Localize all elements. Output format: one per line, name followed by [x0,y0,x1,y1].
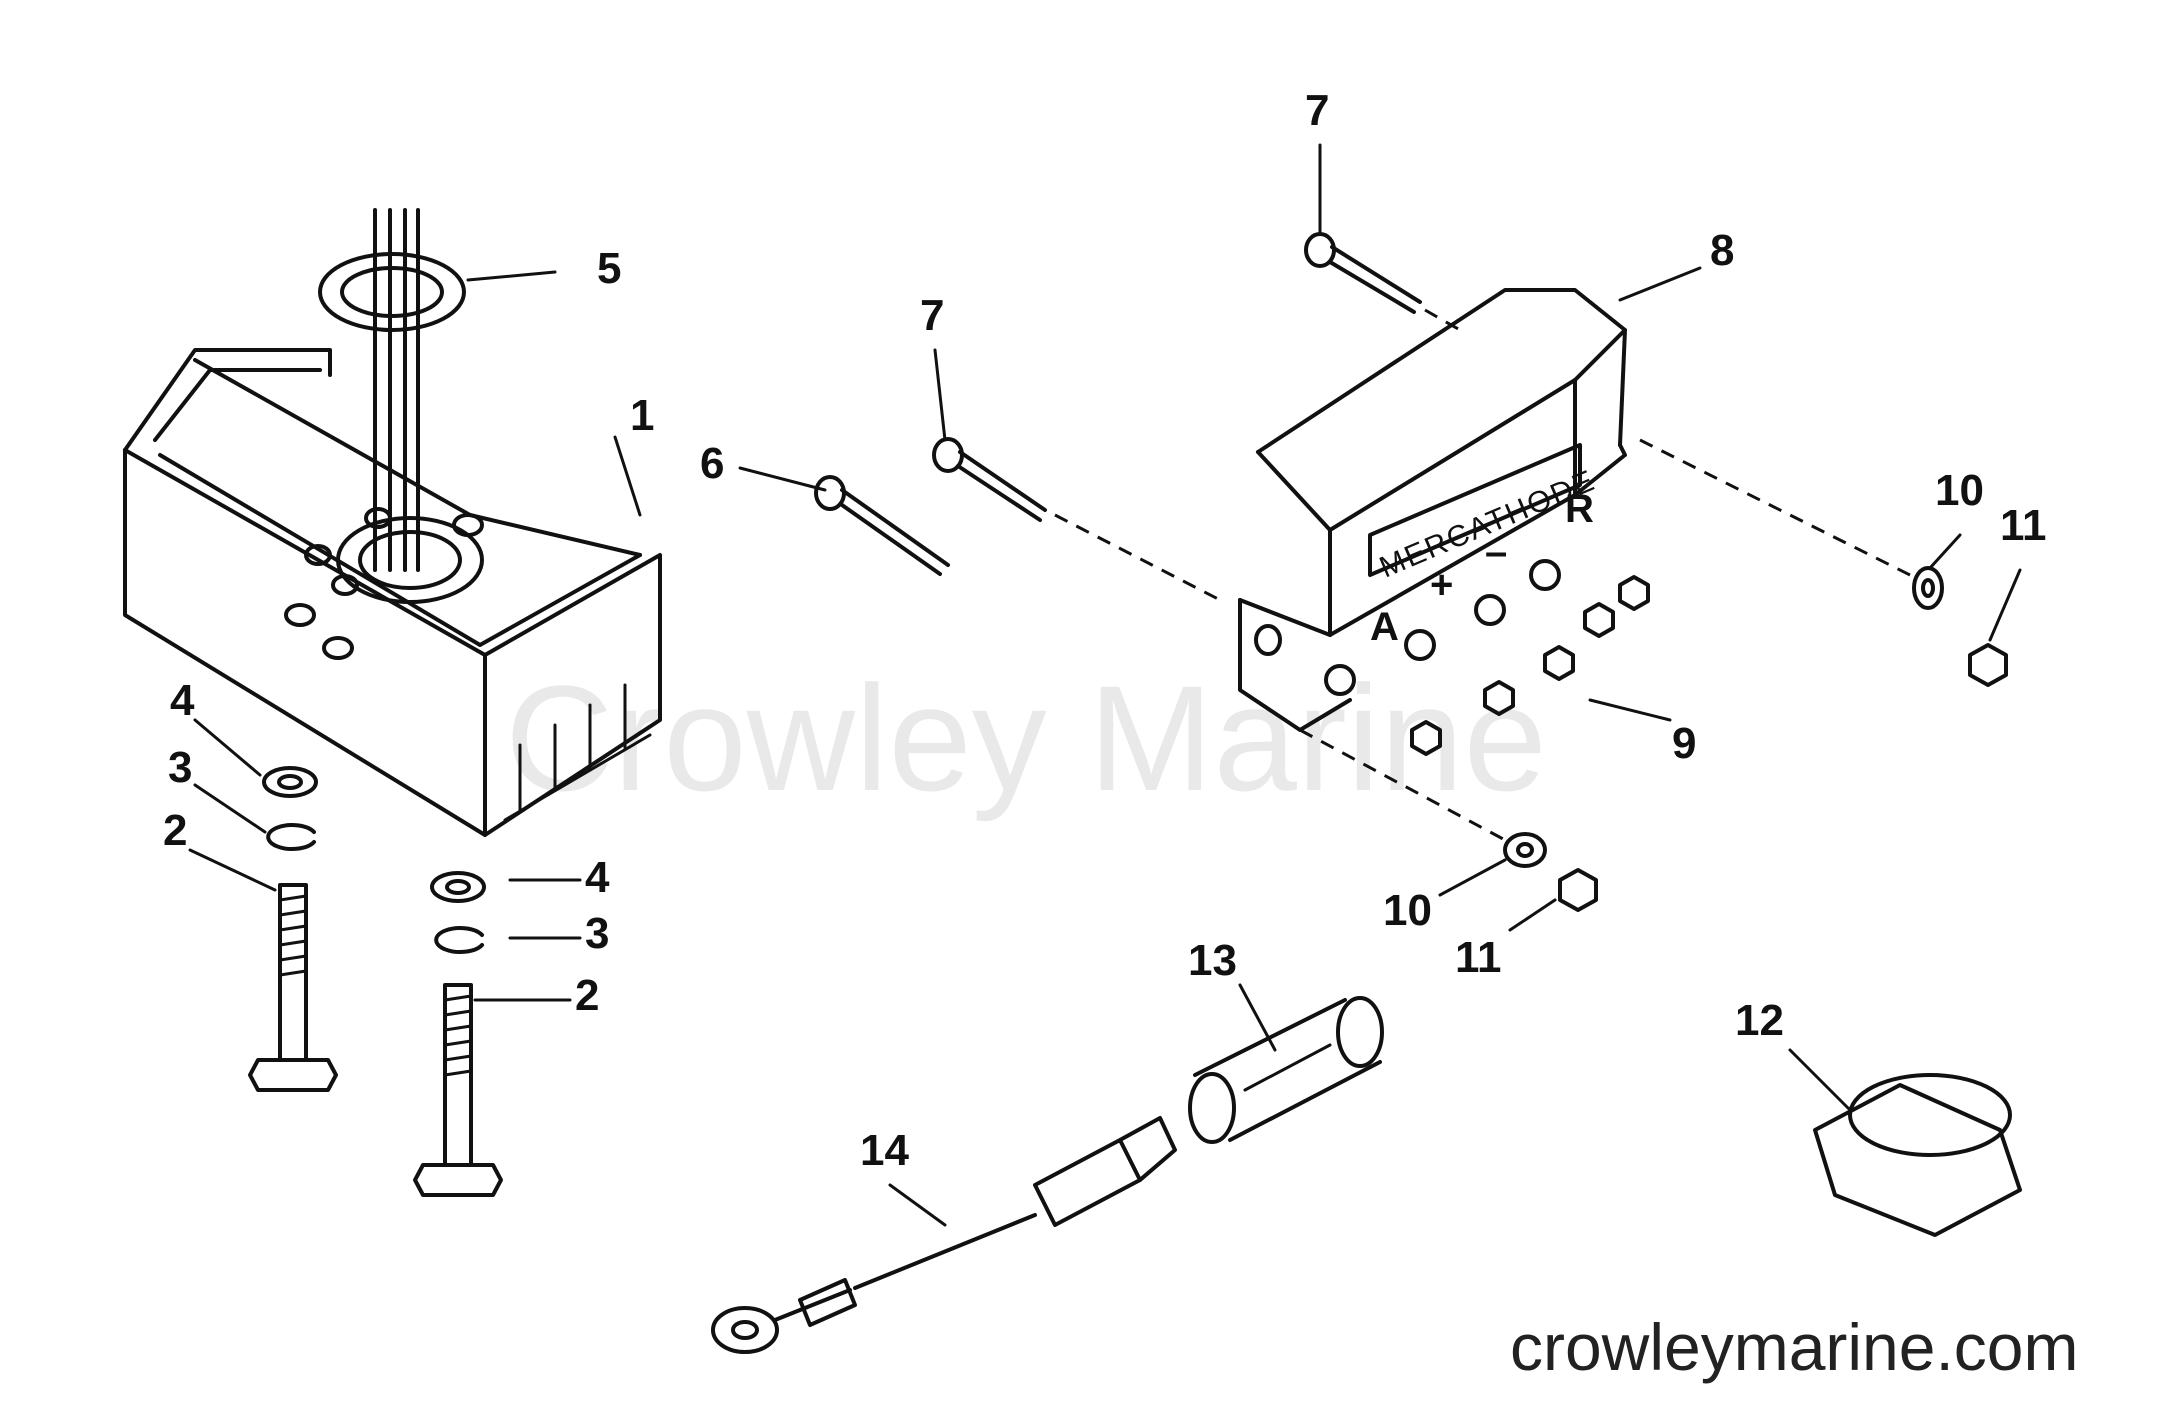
fuse-holder-lead [711,1116,1177,1354]
callout-7-top: 7 [1305,86,1329,135]
callout-11-right: 11 [2000,501,2047,550]
assembly-line-right [1639,438,1911,577]
callout-6: 6 [700,439,724,488]
flat-washer-10-bottom [1503,832,1547,868]
mounting-bracket [123,348,662,837]
callout-14: 14 [860,1126,909,1175]
callout-9: 9 [1672,719,1696,768]
callout-5: 5 [597,244,621,293]
screw-7a [932,437,1047,522]
callout-12: 12 [1735,996,1784,1045]
sealing-ring [318,252,466,332]
callout-3-right: 3 [585,909,609,958]
flat-washer-10-right [1912,566,1944,610]
cap [1813,1073,2022,1237]
callout-13: 13 [1188,936,1237,985]
bolt-right [413,983,503,1197]
terminal-r-label: R [1565,487,1594,531]
callout-10-right: 10 [1935,466,1984,515]
callout-2-left: 2 [163,806,187,855]
washer-right [430,871,486,903]
terminal-nuts [1410,575,1650,756]
callout-11-bottom: 11 [1455,933,1502,982]
callout-8: 8 [1710,226,1734,275]
callout-2-right: 2 [575,971,599,1020]
screw-7b [1304,232,1422,314]
assembly-line-7b [1424,308,1461,332]
nut-11-right [1968,643,2008,687]
terminal-a-label: A [1370,605,1399,649]
terminal-minus-label: – [1485,530,1507,574]
callout-4-right: 4 [585,853,610,902]
callout-7-left: 7 [920,291,944,340]
bolt-left [248,883,338,1092]
callout-10-bottom: 10 [1383,886,1432,935]
wire-leads [373,208,420,572]
callout-3-left: 3 [168,743,192,792]
lock-washer-left [266,823,316,851]
nut-11-bottom [1558,868,1598,912]
screw-6 [814,475,950,576]
fuse [1188,996,1384,1144]
assembly-line-bottom [1299,728,1506,842]
assembly-line-7a [1054,513,1221,602]
callout-labels: 1 2 2 3 3 4 4 5 6 7 7 8 9 10 10 11 11 12… [163,86,2047,1175]
callout-4-left: 4 [170,676,195,725]
website-text: crowleymarine.com [1510,1310,2078,1384]
callout-1: 1 [630,391,654,440]
lock-washer-right [434,926,484,954]
terminal-plus-label: + [1430,563,1453,607]
washer-left [262,766,318,798]
leader-lines [188,143,2022,1227]
watermark-text: Crowley Marine [505,654,1547,822]
